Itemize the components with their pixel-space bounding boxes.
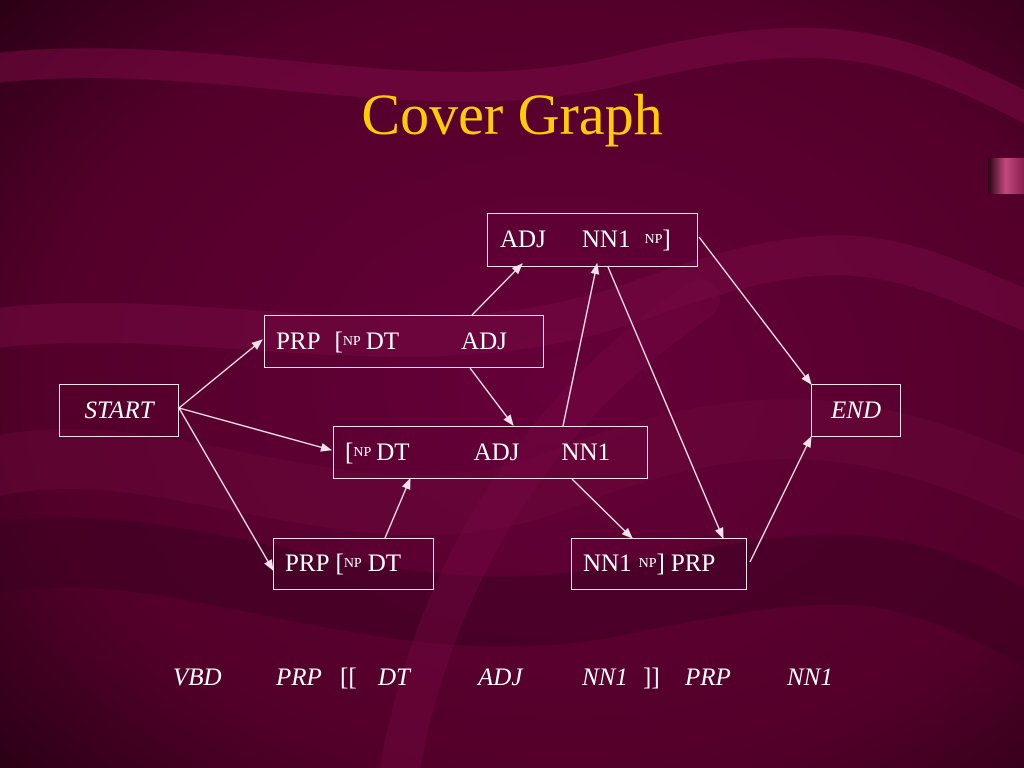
sequence-open-brackets: [[ [340, 664, 357, 691]
node-token-adj: ADJ [461, 327, 507, 355]
sequence-tag-dt: DT [378, 664, 410, 691]
node-token-prp: PRP [285, 550, 330, 577]
node-token-dt: DT [365, 327, 400, 355]
node-adj-nn1-np: ADJ NN1 NP ] [487, 213, 698, 267]
sequence-tag-prp-2: PRP [685, 664, 731, 691]
sequence-tag-prp: PRP [276, 664, 322, 691]
node-token-adj: ADJ [500, 226, 546, 253]
sequence-tag-adj: ADJ [478, 664, 523, 691]
slide-title: Cover Graph [361, 82, 663, 147]
background-swoosh [0, 27, 1024, 768]
node-start: START [59, 384, 179, 437]
sequence-tag-nn1: NN1 [582, 664, 628, 691]
node-prp-np-dt: PRP [ NP DT [273, 538, 434, 590]
node-bracket-open: [ [334, 327, 343, 355]
node-token-nn1: NN1 [561, 438, 611, 466]
accent-tab [988, 158, 1024, 194]
node-prp-np-dt-adj: PRP [ NP DT ADJ [264, 315, 544, 368]
node-np-dt-adj-nn1: [ NP DT ADJ NN1 [333, 426, 648, 479]
node-bracket-close: ] [662, 226, 671, 253]
node-token-prp: PRP [670, 550, 716, 577]
node-label-end: END [831, 396, 881, 424]
node-bracket-close: ] [656, 550, 665, 577]
node-nn1-np-prp: NN1 NP ] PRP [571, 538, 747, 590]
node-token-nn1: NN1 [583, 550, 632, 577]
node-end: END [811, 384, 901, 437]
node-token-nn1: NN1 [581, 226, 631, 253]
node-token-adj: ADJ [473, 438, 520, 466]
node-bracket-open: [ [335, 550, 344, 577]
sequence-tag-vbd: VBD [173, 664, 222, 691]
node-token-dt: DT [367, 550, 402, 577]
node-token-prp: PRP [276, 327, 321, 355]
sequence-tag-nn1-2: NN1 [787, 664, 833, 691]
node-token-dt: DT [376, 438, 410, 466]
node-bracket-open: [ [345, 438, 354, 466]
sequence-close-brackets: ]] [643, 664, 660, 691]
node-label-start: START [84, 396, 154, 424]
